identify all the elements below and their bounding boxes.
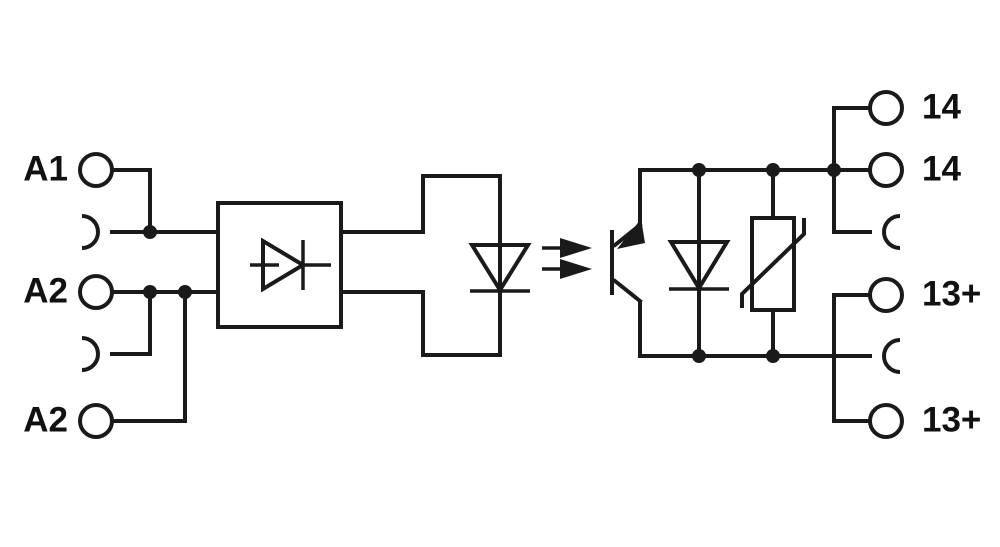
junction-dot bbox=[692, 163, 706, 177]
left-input-wiring bbox=[110, 168, 220, 423]
terminal-bridge-13plus-arc[interactable] bbox=[882, 338, 901, 374]
label-13plus-upper: 13+ bbox=[922, 274, 981, 313]
junction-dot bbox=[766, 349, 780, 363]
rectifier-diode-icon bbox=[250, 237, 331, 293]
junction-dot bbox=[692, 349, 706, 363]
right-output-wiring bbox=[832, 106, 872, 423]
terminal-bridge-lower-arc[interactable] bbox=[81, 336, 100, 372]
wire-a1-to-rectifier bbox=[110, 168, 220, 234]
label-14-lower: 14 bbox=[922, 149, 961, 188]
label-a1: A1 bbox=[23, 149, 68, 188]
terminal-14-upper-ring[interactable] bbox=[868, 90, 904, 126]
terminal-13plus-upper-ring[interactable] bbox=[868, 277, 904, 313]
left-terminal-block bbox=[78, 152, 114, 439]
label-14-upper: 14 bbox=[922, 87, 961, 126]
wire-rectifier-to-led-loop bbox=[339, 174, 502, 357]
optocoupler-led bbox=[468, 243, 532, 294]
terminal-13plus-lower-ring[interactable] bbox=[868, 403, 904, 439]
wire-emitter-to-bottom-rail bbox=[638, 301, 701, 358]
bridge-rectifier-block bbox=[216, 201, 343, 329]
diode-triangle bbox=[261, 237, 307, 293]
varistor bbox=[740, 168, 806, 358]
optical-coupling-arrows bbox=[542, 238, 592, 279]
led-triangle bbox=[468, 243, 532, 294]
arrow-bottom-head bbox=[560, 259, 592, 279]
junction-dot bbox=[143, 225, 157, 239]
wire-collector-to-top-rail bbox=[638, 168, 701, 225]
coupling-arrow-top bbox=[542, 238, 592, 258]
transistor-emitter-lead bbox=[612, 278, 643, 304]
label-a2: A2 bbox=[23, 271, 68, 310]
label-a2-lower: A2 bbox=[23, 400, 68, 439]
led-loop-wiring bbox=[339, 174, 502, 357]
freewheel-diode-triangle bbox=[667, 240, 731, 292]
right-terminal-block bbox=[868, 90, 904, 439]
wire-arc2-to-a2 bbox=[110, 290, 152, 356]
coupling-arrow-bottom bbox=[542, 259, 592, 279]
varistor-slash bbox=[740, 218, 806, 308]
transistor-collector-arrow bbox=[617, 219, 645, 249]
terminal-labels: A1 A2 A2 14 14 13+ 13+ bbox=[23, 87, 981, 439]
phototransistor bbox=[610, 168, 701, 358]
terminal-a2-ring[interactable] bbox=[78, 274, 114, 310]
freewheeling-diode bbox=[667, 168, 731, 358]
arrow-top-head bbox=[560, 238, 592, 258]
junction-dot bbox=[178, 285, 192, 299]
junction-dots bbox=[143, 163, 841, 363]
terminal-bridge-14-arc[interactable] bbox=[882, 214, 901, 250]
junction-dot bbox=[143, 285, 157, 299]
label-13plus-lower: 13+ bbox=[922, 400, 981, 439]
terminal-bridge-upper-arc[interactable] bbox=[81, 214, 100, 250]
terminal-a1-ring[interactable] bbox=[78, 152, 114, 188]
wire-a2-lower-to-a2 bbox=[110, 290, 187, 423]
terminal-a2-lower-ring[interactable] bbox=[78, 403, 114, 439]
junction-dot bbox=[827, 163, 841, 177]
junction-dot bbox=[766, 163, 780, 177]
terminal-14-lower-ring[interactable] bbox=[868, 152, 904, 188]
